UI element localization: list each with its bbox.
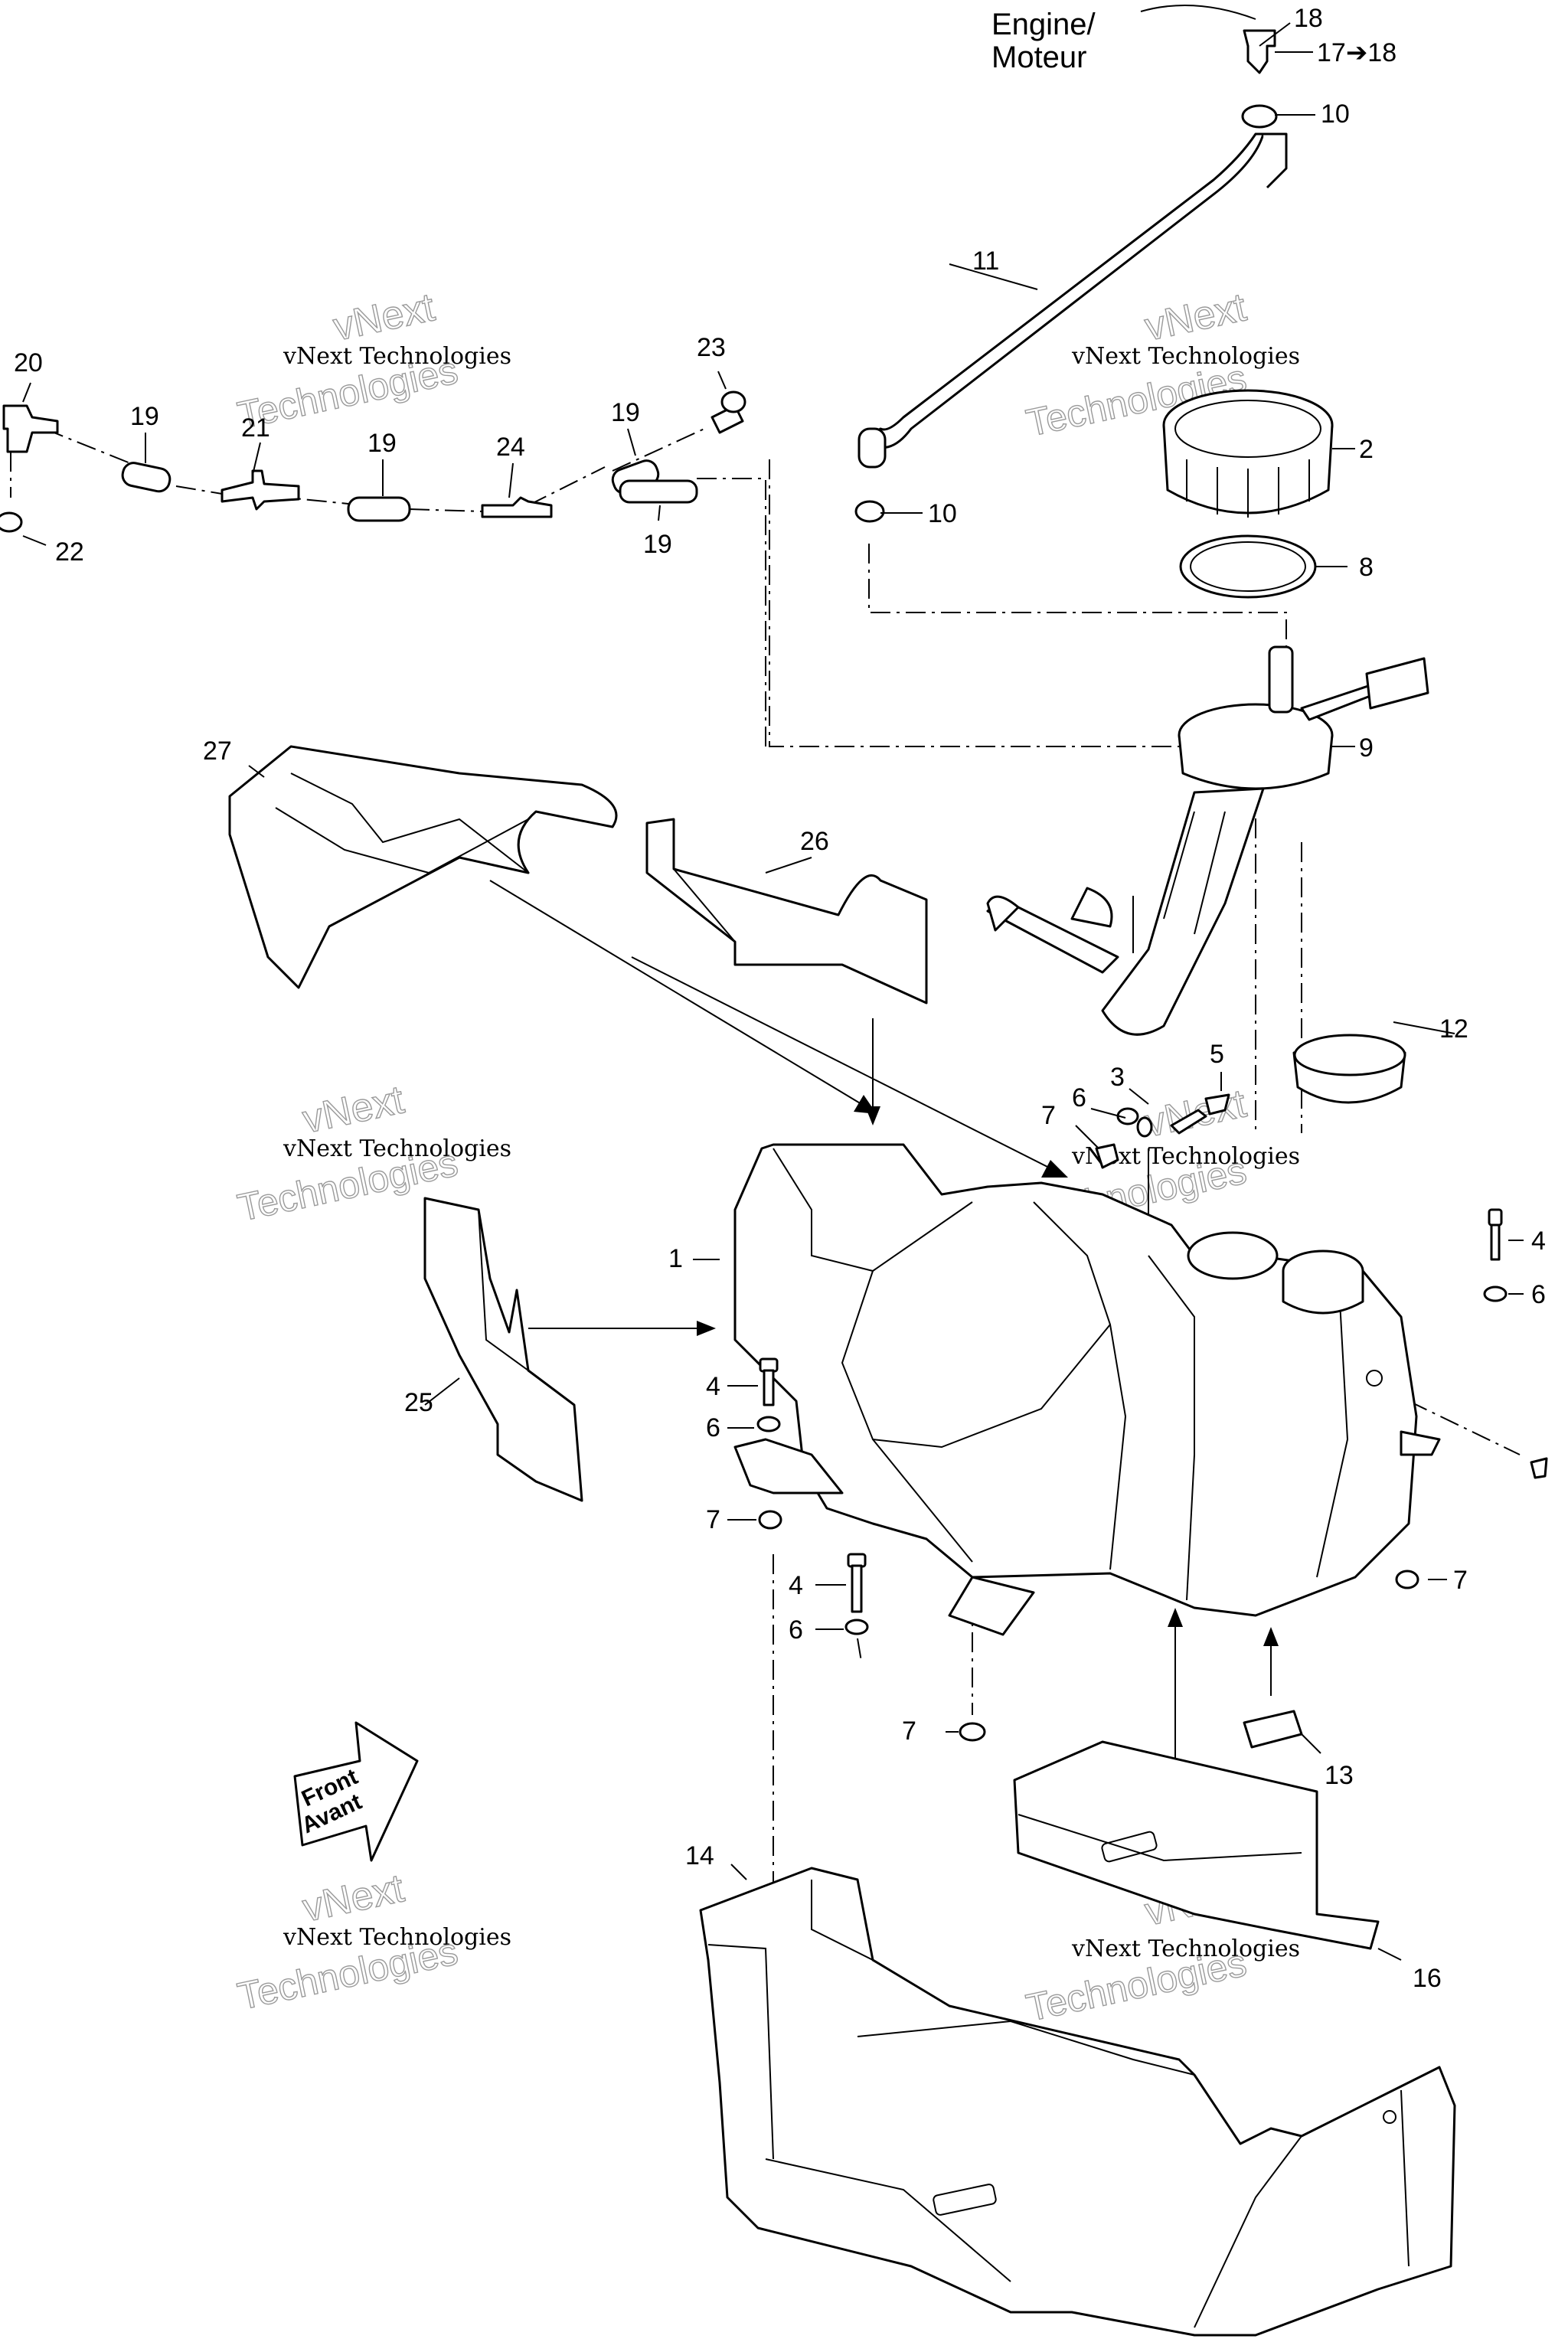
callout-4-lower: 4	[789, 1571, 803, 1600]
watermark-top-left: vNext vNext Technologies Technologies	[234, 285, 511, 438]
fuel-pump-9	[986, 645, 1429, 1036]
protection-pad-16	[1013, 1740, 1380, 1950]
fuel-tank-1	[733, 1143, 1441, 1636]
watermark-mid-left: vNext vNext Technologies Technologies	[234, 1077, 511, 1230]
callout-19-c: 19	[611, 398, 640, 427]
skid-plate-14	[699, 1867, 1456, 2337]
callout-4-right: 4	[1531, 1227, 1546, 1256]
callout-10-lower: 10	[928, 499, 957, 528]
callout-17-18: 17➔18	[1317, 38, 1396, 67]
watermark-company: vNext Technologies	[283, 343, 511, 370]
callout-21: 21	[241, 413, 270, 443]
callout-22: 22	[55, 537, 84, 567]
callout-13: 13	[1325, 1761, 1354, 1790]
callout-19-b: 19	[368, 429, 397, 458]
engine-connector-17-18	[1140, 5, 1278, 129]
watermark-company: vNext Technologies	[1071, 343, 1300, 370]
direction-arrows	[489, 880, 1279, 1769]
callout-numbers: 18 17➔18 10 11 2 10 8 9 20 19 21 19 24 1…	[14, 4, 1546, 1993]
hardware	[756, 1093, 1548, 1749]
watermark-big-vnext: vNext	[299, 1866, 408, 1930]
filler-cap-12	[1292, 1034, 1406, 1104]
watermark-big-vnext: vNext	[1141, 285, 1250, 349]
engine-label-line1: Engine/	[991, 8, 1096, 41]
engine-label: Engine/ Moteur	[991, 8, 1096, 74]
callout-16: 16	[1413, 1964, 1442, 1993]
callout-10-upper: 10	[1321, 100, 1350, 129]
heat-shield-26	[645, 818, 928, 1004]
vent-hose-11	[858, 132, 1288, 469]
vent-hose-assembly	[0, 390, 746, 533]
callout-23: 23	[697, 333, 726, 362]
heat-shield-25	[423, 1197, 583, 1502]
callout-25: 25	[404, 1388, 433, 1417]
callout-7-right: 7	[1453, 1566, 1468, 1595]
callout-7-left: 7	[706, 1505, 720, 1534]
watermark-company: vNext Technologies	[283, 1924, 511, 1951]
watermark-company: vNext Technologies	[283, 1135, 511, 1162]
callout-6-lower: 6	[789, 1615, 803, 1645]
callout-6-right: 6	[1531, 1280, 1546, 1309]
watermark-big-vnext: vNext	[329, 285, 439, 349]
leader-lines	[22, 22, 1524, 1961]
callout-27: 27	[203, 737, 232, 766]
watermark-big-vnext: vNext	[299, 1077, 408, 1142]
callout-9: 9	[1359, 733, 1374, 763]
callout-1: 1	[668, 1244, 683, 1273]
callout-11: 11	[972, 247, 999, 276]
callout-6-left: 6	[706, 1413, 720, 1442]
callout-19-d: 19	[643, 530, 672, 559]
watermark-company: vNext Technologies	[1071, 1936, 1300, 1962]
callout-12: 12	[1439, 1014, 1468, 1044]
callout-14: 14	[685, 1841, 714, 1870]
callout-24: 24	[496, 433, 525, 462]
heat-shield-27	[228, 745, 618, 989]
engine-label-line2: Moteur	[991, 41, 1087, 74]
gasket-8	[1179, 534, 1317, 599]
watermark-bottom-left: vNext vNext Technologies Technologies	[234, 1866, 511, 2019]
callout-6-upper: 6	[1072, 1083, 1086, 1112]
callout-8: 8	[1359, 553, 1374, 582]
callout-20: 20	[14, 348, 43, 377]
callout-18: 18	[1294, 4, 1323, 33]
callout-7-upper: 7	[1041, 1101, 1056, 1130]
callout-7-lower: 7	[902, 1717, 916, 1746]
callout-3: 3	[1110, 1063, 1125, 1092]
front-arrow: Front Avant	[293, 1721, 419, 1862]
clamp-10-lower	[854, 500, 885, 523]
callout-4-left: 4	[706, 1372, 720, 1401]
callout-5: 5	[1210, 1040, 1224, 1069]
callout-19-a: 19	[130, 402, 159, 431]
callout-2: 2	[1359, 435, 1374, 464]
callout-26: 26	[800, 827, 829, 856]
lock-ring-2	[1162, 389, 1334, 518]
